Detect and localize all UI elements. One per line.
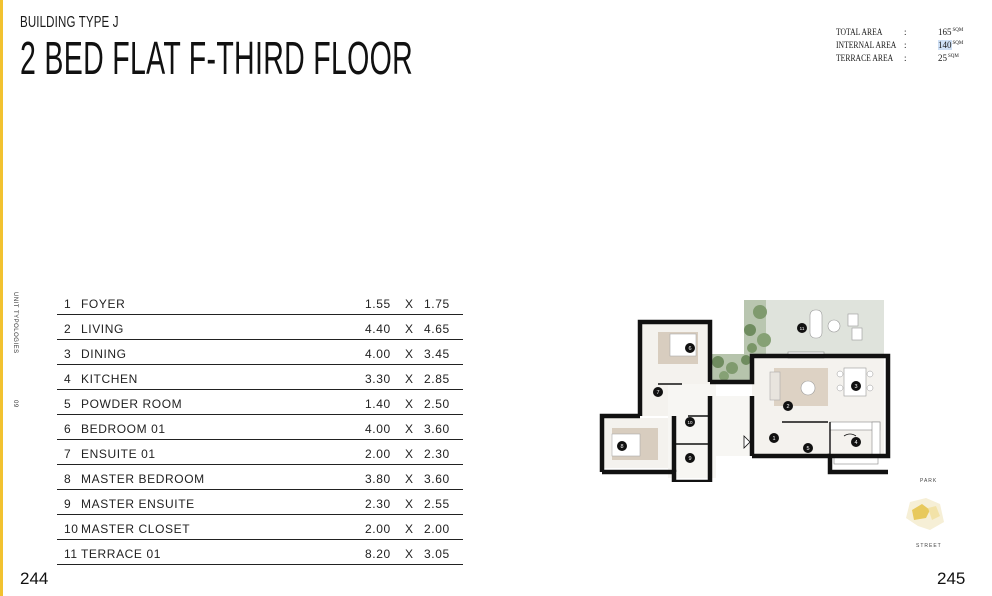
room-marker: [685, 417, 695, 427]
plant-icon: [741, 355, 751, 365]
lounger-icon: [809, 309, 823, 339]
area-value: 25SQM: [938, 52, 959, 63]
area-value: 165SQM: [938, 26, 964, 37]
room-marker: [685, 343, 695, 353]
key-plan-graphic: [906, 498, 944, 530]
room-marker: [851, 437, 861, 447]
plant-icon: [757, 333, 771, 347]
plant-icon: [753, 305, 767, 319]
area-row-terrace: TERRACE AREA : 25SQM: [836, 52, 959, 63]
room-marker-label: 3: [854, 384, 857, 390]
plant-icon: [712, 356, 724, 368]
room-marker-label: 7: [656, 390, 659, 396]
area-label: TOTAL AREA: [836, 26, 883, 37]
area-label: INTERNAL AREA: [836, 39, 897, 50]
building-type-label: BUILDING TYPE J: [20, 14, 119, 31]
room-marker-label: 9: [688, 456, 691, 462]
room-marker: [653, 387, 663, 397]
room-marker-label: 2: [786, 404, 789, 410]
page-number-left: 244: [20, 569, 49, 588]
floor-plan: 1 2 3 4 5 6 7 8 9 10 11: [599, 300, 891, 482]
room-marker-label: 5: [806, 446, 809, 452]
park-label: PARK: [920, 478, 938, 484]
room-marker-label: 10: [687, 420, 693, 425]
room-marker: [851, 381, 861, 391]
room-marker: [617, 441, 627, 451]
area-row-internal: INTERNAL AREA : 140SQM: [836, 39, 964, 50]
area-value: 140SQM: [938, 39, 964, 50]
area-summary: TOTAL AREA : 165SQM INTERNAL AREA : 140S…: [836, 25, 963, 64]
plant-icon: [719, 371, 729, 381]
plant-icon: [744, 324, 756, 336]
room-marker: [797, 323, 807, 333]
plant-icon: [726, 362, 738, 374]
room-marker-label: 6: [688, 346, 691, 352]
plant-icon: [747, 343, 757, 353]
table-icon: [827, 319, 841, 333]
area-row-total: TOTAL AREA : 165SQM: [836, 26, 964, 37]
page-title: 2 BED FLAT F-THIRD FLOOR: [20, 32, 414, 84]
room-marker: [685, 453, 695, 463]
room-marker-label: 4: [854, 440, 857, 446]
room-marker-label: 11: [800, 326, 805, 331]
area-label: TERRACE AREA: [836, 52, 894, 63]
section-number: 09: [12, 400, 18, 408]
room-marker: [783, 401, 793, 411]
sofa-icon: [769, 371, 781, 401]
unit-location-marker: [912, 504, 930, 520]
header: BUILDING TYPE J 2 BED FLAT F-THIRD FLOOR: [20, 14, 654, 84]
section-label: UNIT TYPOLOGIES: [12, 292, 18, 354]
room-marker: [803, 443, 813, 453]
page-edge-accent: [0, 0, 3, 596]
walls: [599, 319, 891, 482]
room-marker-label: 1: [772, 436, 775, 442]
street-label: STREET: [916, 543, 942, 549]
room-marker: [769, 433, 779, 443]
room-marker-label: 8: [620, 444, 623, 450]
page-number-right: 245: [937, 569, 966, 588]
entry-door-icon: [743, 435, 751, 449]
